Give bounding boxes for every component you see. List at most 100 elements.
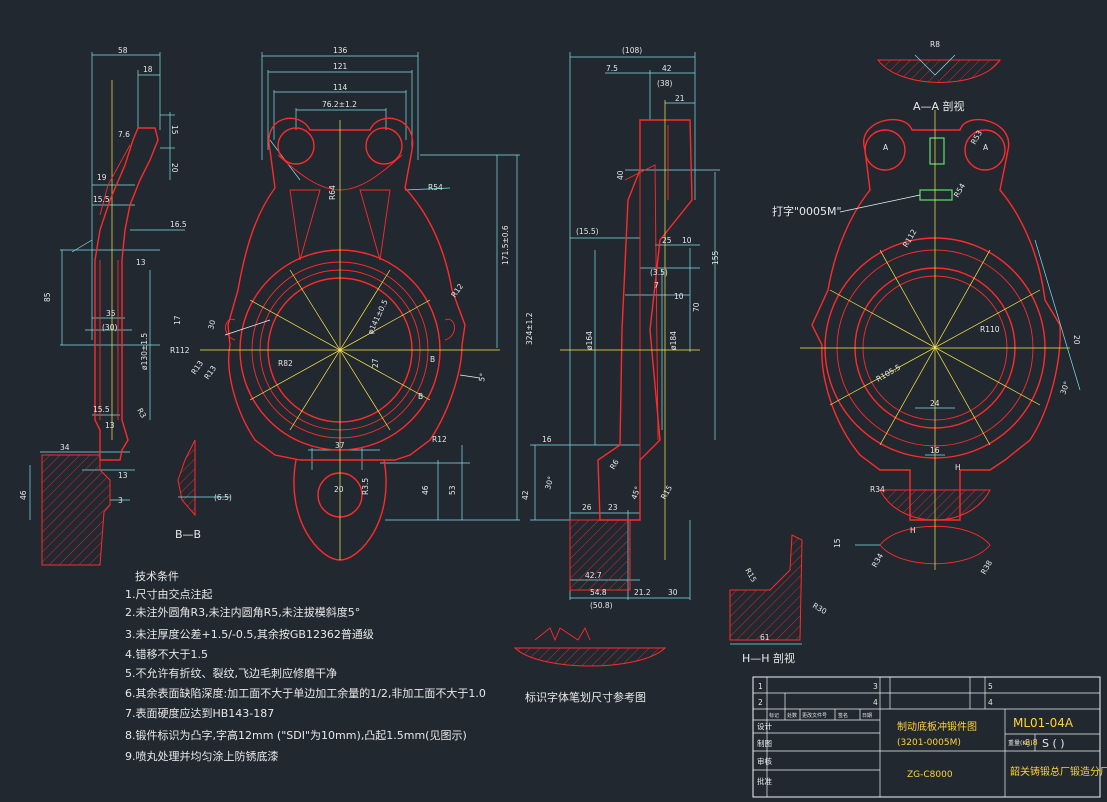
notes-item-8: 8.锻件标识为凸字,字高12mm ("SDI"为10mm),凸起1.5mm(见图… <box>125 728 467 742</box>
right-label-A1: A <box>883 143 889 152</box>
left-dim-85: 85 <box>43 292 52 302</box>
side-dim-R6: R6 <box>608 458 621 471</box>
right-dim-R34b: R34 <box>870 552 885 569</box>
front-dim-R64: R64 <box>328 185 337 200</box>
side-view: (108) 7.5 42 (38) 21 40 (15.5) 25 10 (3.… <box>513 46 720 704</box>
side-dim-23: 23 <box>608 503 618 512</box>
front-dim-136: 136 <box>333 46 348 55</box>
right-mark-label: 打字"0005M" <box>772 204 842 218</box>
front-dim-171: 171.5±0.6 <box>501 225 510 265</box>
side-dim-164: ø164 <box>585 331 594 350</box>
front-dim-114: 114 <box>333 83 348 92</box>
notes-item-4: 4.错移不大于1.5 <box>125 647 208 661</box>
material: ZG-C8000 <box>907 770 953 780</box>
notes-item-2: 2.未注外圆角R3,未注内圆角R5,未注拔模斜度5° <box>125 605 360 619</box>
drawing-no: ML01-04A <box>1013 716 1074 730</box>
part-name: 制动底板冲锻件图 <box>897 720 977 733</box>
left-dim-35: 35 <box>106 309 116 318</box>
front-dim-30: 30 <box>206 319 217 331</box>
notes-item-7: 7.表面硬度应达到HB143-187 <box>125 706 274 720</box>
row-approve: 批准 <box>757 776 772 786</box>
right-view: R8 A—A 剖视 打字"0005M" A A R53 R54 R112 R11… <box>772 40 1081 576</box>
right-dim-R54: R54 <box>952 182 967 199</box>
hh-dim-R15: R15 <box>743 567 758 584</box>
left-dim-R3: R3 <box>135 407 148 420</box>
left-dim-13b: 13 <box>105 421 115 430</box>
right-dim-R8: R8 <box>930 40 940 49</box>
zone-5: 5 <box>988 682 993 691</box>
row-draw: 制图 <box>757 738 772 748</box>
notes-item-3: 3.未注厚度公差+1.5/-0.5,其余按GB12362普通级 <box>125 627 374 641</box>
rev-h-date: 日期 <box>862 713 872 719</box>
front-dim-R12b: R12 <box>432 435 447 444</box>
row-design: 设计 <box>757 721 772 731</box>
front-view: 136 121 114 76.2±1.2 R54 R64 R12 R12 R82… <box>170 46 534 561</box>
left-dim-30: (30) <box>102 323 117 332</box>
side-dim-30deg: 30° <box>543 475 555 490</box>
hh-section: R15 R30 61 H—H 剖视 <box>729 534 828 665</box>
right-dim-R112: R112 <box>901 227 919 249</box>
side-dim-70: 70 <box>692 302 701 312</box>
side-dim-25: 25 <box>662 236 672 245</box>
weight-value: 8.8 <box>1025 738 1038 747</box>
right-label-H2: H <box>910 526 916 535</box>
scale: S ( ) <box>1042 737 1065 750</box>
left-dim-13c: 13 <box>118 471 128 480</box>
row-check: 审核 <box>757 756 772 766</box>
side-dim-54.8: 54.8 <box>590 588 607 597</box>
side-dim-16: 16 <box>542 435 552 444</box>
company: 韶关铸锻总厂锻造分厂 <box>1010 765 1107 778</box>
left-dim-13: 13 <box>136 258 146 267</box>
left-dim-20: 20 <box>170 163 179 173</box>
right-dim-R110: R110 <box>980 325 1000 334</box>
notes-item-9: 9.喷丸处理并均匀涂上防锈底漆 <box>125 749 279 763</box>
left-dim-58: 58 <box>118 46 128 55</box>
side-dim-40: 40 <box>616 170 625 180</box>
zone-4a: 4 <box>873 698 878 707</box>
notes-item-5: 5.不允许有折纹、裂纹,飞边毛刺应修磨干净 <box>125 666 337 680</box>
side-dim-155: 155 <box>711 250 720 265</box>
side-dim-10a: 10 <box>682 236 692 245</box>
side-dim-7.5: 7.5 <box>606 64 618 73</box>
right-dim-R34a: R34 <box>870 485 885 494</box>
zone-3: 3 <box>873 682 878 691</box>
left-dim-46: 46 <box>19 490 28 500</box>
side-dim-50.8: (50.8) <box>590 601 613 610</box>
side-dim-15.5: (15.5) <box>576 227 599 236</box>
hh-label: H—H 剖视 <box>742 651 795 665</box>
front-dim-R3.5: R3.5 <box>361 478 370 495</box>
left-view: 58 18 15 20 7.6 19 15.5 16.5 13 85 35 (3… <box>19 46 187 566</box>
title-block: 1 2 3 4 5 4 标记 处数 更改文件号 签名 日期 设计 制图 审核 批… <box>752 676 1107 798</box>
rev-h-sign: 签名 <box>838 712 848 719</box>
front-label-B1: B <box>430 355 435 364</box>
bb-section: (6.5) B—B <box>175 439 232 541</box>
left-dim-7.6: 7.6 <box>118 130 130 139</box>
bb-dim: (6.5) <box>214 493 232 502</box>
right-dim-R53: R53 <box>969 129 984 146</box>
hh-dim-61: 61 <box>760 633 770 642</box>
side-dim-7: 7 <box>654 281 659 290</box>
front-dim-R112: R112 <box>170 346 190 355</box>
front-dim-27: 27 <box>371 358 380 368</box>
front-dim-R82: R82 <box>278 359 293 368</box>
hh-dim-R30: R30 <box>811 601 828 616</box>
left-dim-130: ø130±1.5 <box>140 333 149 370</box>
left-dim-3: 3 <box>118 496 123 505</box>
right-dim-24: 24 <box>930 399 940 408</box>
front-dim-37: 37 <box>335 441 345 450</box>
right-dim-R105.5: R105.5 <box>875 362 903 383</box>
left-dim-15.5b: 15.5 <box>93 405 110 414</box>
side-dim-42: 42 <box>521 490 530 500</box>
notes-title: 技术条件 <box>135 569 179 583</box>
side-dim-184: ø184 <box>669 331 678 350</box>
side-dim-3.5: (3.5) <box>650 268 668 277</box>
rev-h-mark: 标记 <box>769 712 779 719</box>
left-dim-15.5: 15.5 <box>93 195 110 204</box>
side-dim-21.2: 21.2 <box>634 588 651 597</box>
left-dim-16.5: 16.5 <box>170 220 187 229</box>
part-sub: (3201-0005M) <box>897 738 961 748</box>
zone-4b: 4 <box>988 698 993 707</box>
front-dim-20: 20 <box>334 485 344 494</box>
left-dim-18: 18 <box>143 65 153 74</box>
left-dim-19: 19 <box>97 173 107 182</box>
